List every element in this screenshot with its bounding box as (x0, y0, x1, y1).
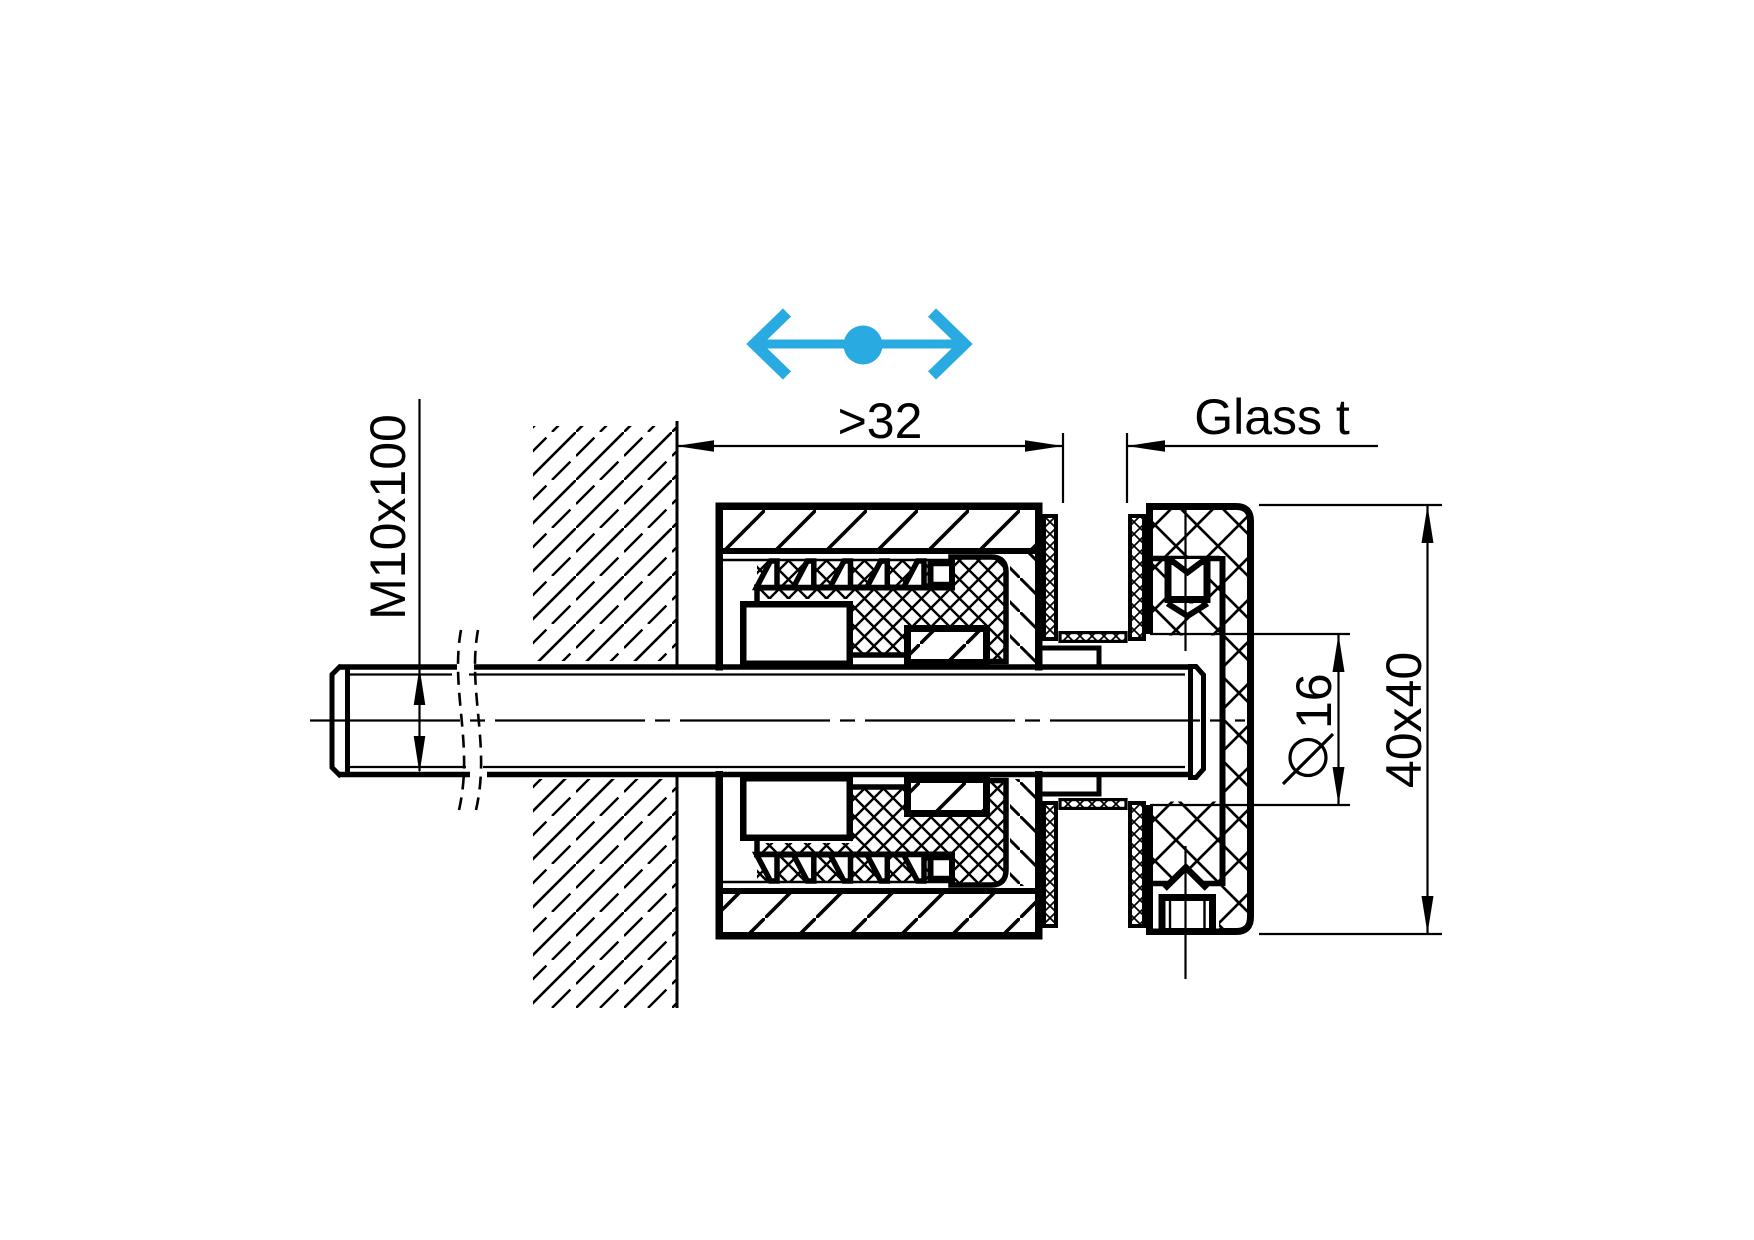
svg-text:40x40: 40x40 (1376, 652, 1432, 788)
svg-text:>32: >32 (838, 393, 923, 449)
svg-text:M10x100: M10x100 (360, 414, 416, 620)
svg-text:16: 16 (1286, 673, 1342, 729)
svg-text:Glass t: Glass t (1194, 389, 1350, 445)
